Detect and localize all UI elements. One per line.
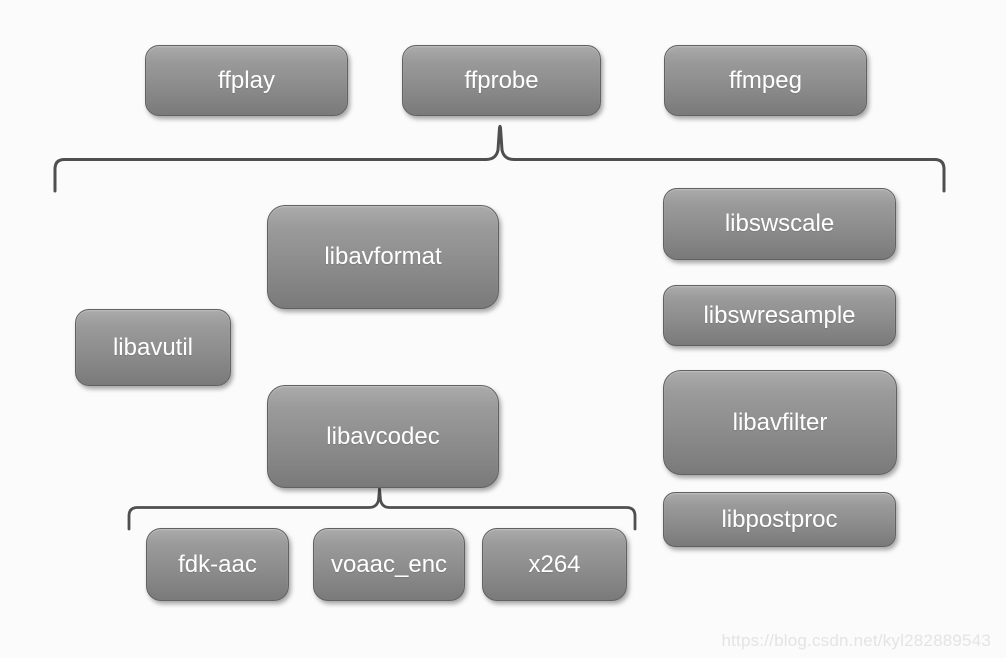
node-label: libavutil (112, 333, 194, 361)
node-ffprobe: ffprobe (402, 45, 601, 116)
node-libswscale: libswscale (663, 188, 896, 260)
tools-to-libraries-brace (53, 124, 946, 193)
node-ffmpeg: ffmpeg (664, 45, 867, 116)
csdn-watermark: https://blog.csdn.net/kyl282889543 (721, 631, 991, 650)
node-label: libswresample (703, 301, 856, 329)
node-label: libavfilter (732, 408, 828, 436)
node-label: x264 (528, 550, 581, 578)
node-label: voaac_enc (330, 550, 448, 578)
node-fdk-aac: fdk-aac (146, 528, 289, 601)
node-label: ffplay (218, 66, 275, 94)
node-label: ffmpeg (729, 66, 802, 94)
node-libavutil: libavutil (75, 309, 231, 386)
node-label: ffprobe (464, 66, 539, 94)
node-voaac-enc: voaac_enc (313, 528, 465, 601)
node-libpostproc: libpostproc (663, 492, 896, 547)
node-label: libavformat (324, 243, 442, 270)
node-libavformat: libavformat (267, 205, 499, 309)
node-libavfilter: libavfilter (663, 370, 897, 475)
node-label: libavcodec (326, 422, 440, 450)
node-label: fdk-aac (178, 550, 257, 578)
node-libavcodec: libavcodec (267, 385, 499, 488)
node-x264: x264 (482, 528, 627, 601)
node-label: libswscale (724, 210, 835, 237)
libavcodec-to-codecs-brace (127, 487, 637, 531)
node-ffplay: ffplay (145, 45, 348, 116)
node-libswresample: libswresample (663, 285, 896, 346)
node-label: libpostproc (721, 505, 838, 533)
